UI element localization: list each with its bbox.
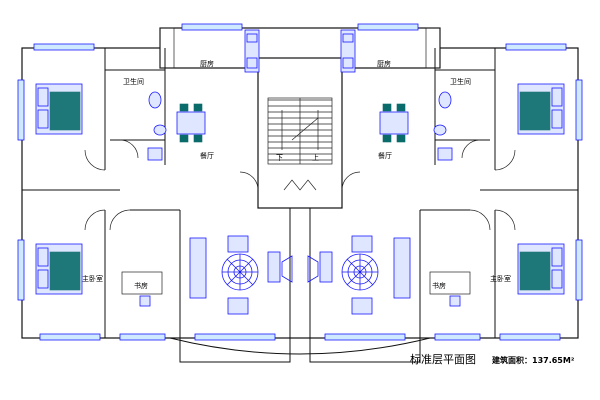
kitchen-fixtures <box>159 27 441 73</box>
stair-up-label: 上 <box>312 153 319 162</box>
study-desks <box>121 271 471 307</box>
doors <box>84 139 516 231</box>
room-label-master-right: 主卧室 <box>490 274 511 283</box>
room-label-kitchen-right: 厨房 <box>377 59 391 68</box>
staircase <box>267 97 333 165</box>
bath-fixtures <box>147 91 453 161</box>
plan-title: 标准层平面图 <box>410 352 476 366</box>
stair-down-label: 下 <box>276 154 283 162</box>
building-area: 建筑面积：137.65M² <box>491 355 575 365</box>
room-label-dining-right: 餐厅 <box>378 151 392 160</box>
building-walls <box>21 27 579 363</box>
room-label-study-right: 书房 <box>432 281 446 290</box>
living-rooms <box>189 235 411 315</box>
room-label-kitchen-left: 厨房 <box>200 59 214 68</box>
room-label-study-left: 书房 <box>134 281 148 290</box>
room-label-master-left: 主卧室 <box>82 274 103 283</box>
room-label-dining-left: 餐厅 <box>200 151 214 160</box>
room-label-bath-left: 卫生间 <box>123 77 144 86</box>
dining-tables <box>176 103 409 143</box>
beds <box>35 83 565 295</box>
room-label-bath-right: 卫生间 <box>450 77 471 86</box>
windows <box>17 23 583 341</box>
